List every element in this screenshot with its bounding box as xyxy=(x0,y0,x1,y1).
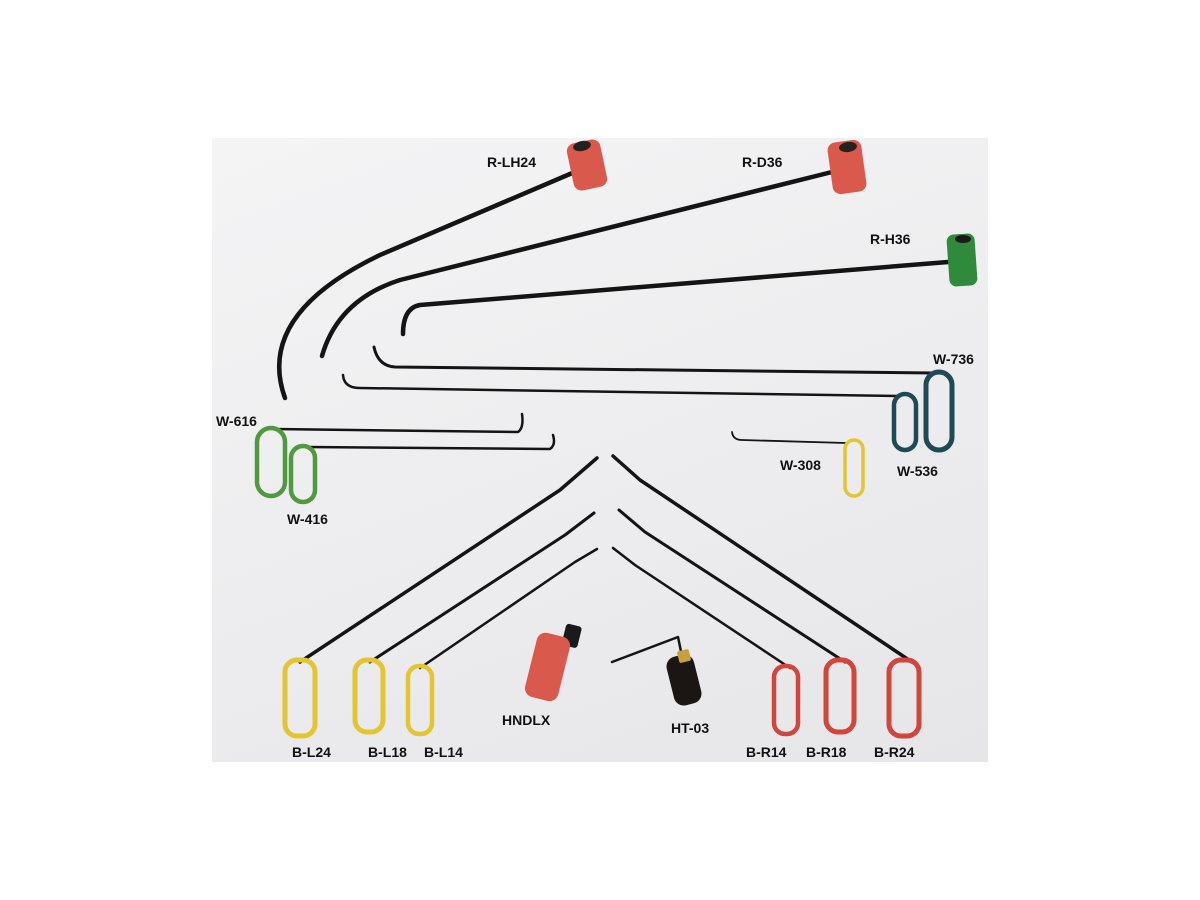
label-b-l18: B-L18 xyxy=(368,744,407,760)
tool-b-l18 xyxy=(352,511,596,735)
tool-w-736 xyxy=(372,345,955,453)
tool-hndlx xyxy=(524,623,582,702)
rod xyxy=(731,431,847,444)
red-handle xyxy=(524,632,571,702)
rod xyxy=(611,454,914,664)
tool-w-616 xyxy=(254,412,524,499)
rod xyxy=(418,547,599,670)
label-w-736: W-736 xyxy=(933,351,974,367)
rod xyxy=(276,168,580,401)
label-r-lh24: R-LH24 xyxy=(487,154,536,170)
tool-r-lh24 xyxy=(276,139,608,401)
rod xyxy=(341,373,902,398)
label-r-d36: R-D36 xyxy=(742,154,783,170)
dark-teal-loop xyxy=(923,369,955,453)
rod xyxy=(400,259,951,337)
tool-r-d36 xyxy=(319,139,867,359)
tool-b-l14 xyxy=(405,547,599,737)
yellow-loop xyxy=(282,657,318,739)
tool-b-r18 xyxy=(617,508,857,735)
brass-collar xyxy=(677,649,691,663)
label-w-536: W-536 xyxy=(897,463,938,479)
red-loop xyxy=(823,657,857,735)
tool-b-r24 xyxy=(611,454,922,739)
rod xyxy=(319,169,835,359)
yellow-loop xyxy=(843,438,865,498)
label-hndlx: HNDLX xyxy=(502,712,551,728)
product-photo-background xyxy=(212,138,988,762)
tool-b-l24 xyxy=(282,456,599,739)
label-b-r24: B-R24 xyxy=(874,744,915,760)
label-r-h36: R-H36 xyxy=(870,231,911,247)
tool-b-r14 xyxy=(611,546,801,737)
label-w-616: W-616 xyxy=(216,413,257,429)
tool-w-416 xyxy=(288,433,556,505)
green-loop xyxy=(288,443,318,505)
rod xyxy=(272,412,524,434)
label-b-r18: B-R18 xyxy=(806,744,847,760)
rod xyxy=(372,345,935,375)
tool-r-h36 xyxy=(400,233,978,337)
label-w-308: W-308 xyxy=(780,457,821,473)
black-handle xyxy=(666,654,702,706)
tool-w-536 xyxy=(341,373,919,453)
dark-teal-loop xyxy=(891,391,919,453)
rod xyxy=(617,508,847,664)
yellow-loop xyxy=(405,663,435,737)
red-handle xyxy=(566,139,608,191)
red-loop xyxy=(886,657,922,739)
label-b-r14: B-R14 xyxy=(746,744,787,760)
red-handle xyxy=(827,139,867,195)
rod xyxy=(298,456,599,664)
label-ht-03: HT-03 xyxy=(671,720,709,736)
label-b-l24: B-L24 xyxy=(292,744,331,760)
yellow-loop xyxy=(352,657,386,735)
rod xyxy=(304,433,556,451)
green-loop xyxy=(254,425,288,499)
rod xyxy=(368,511,596,664)
rod xyxy=(611,546,792,670)
label-b-l14: B-L14 xyxy=(424,744,463,760)
label-w-416: W-416 xyxy=(287,511,328,527)
tool-w-308 xyxy=(731,431,865,498)
tool-ht-03 xyxy=(610,635,702,706)
red-loop xyxy=(771,663,801,737)
green-handle xyxy=(946,233,978,287)
